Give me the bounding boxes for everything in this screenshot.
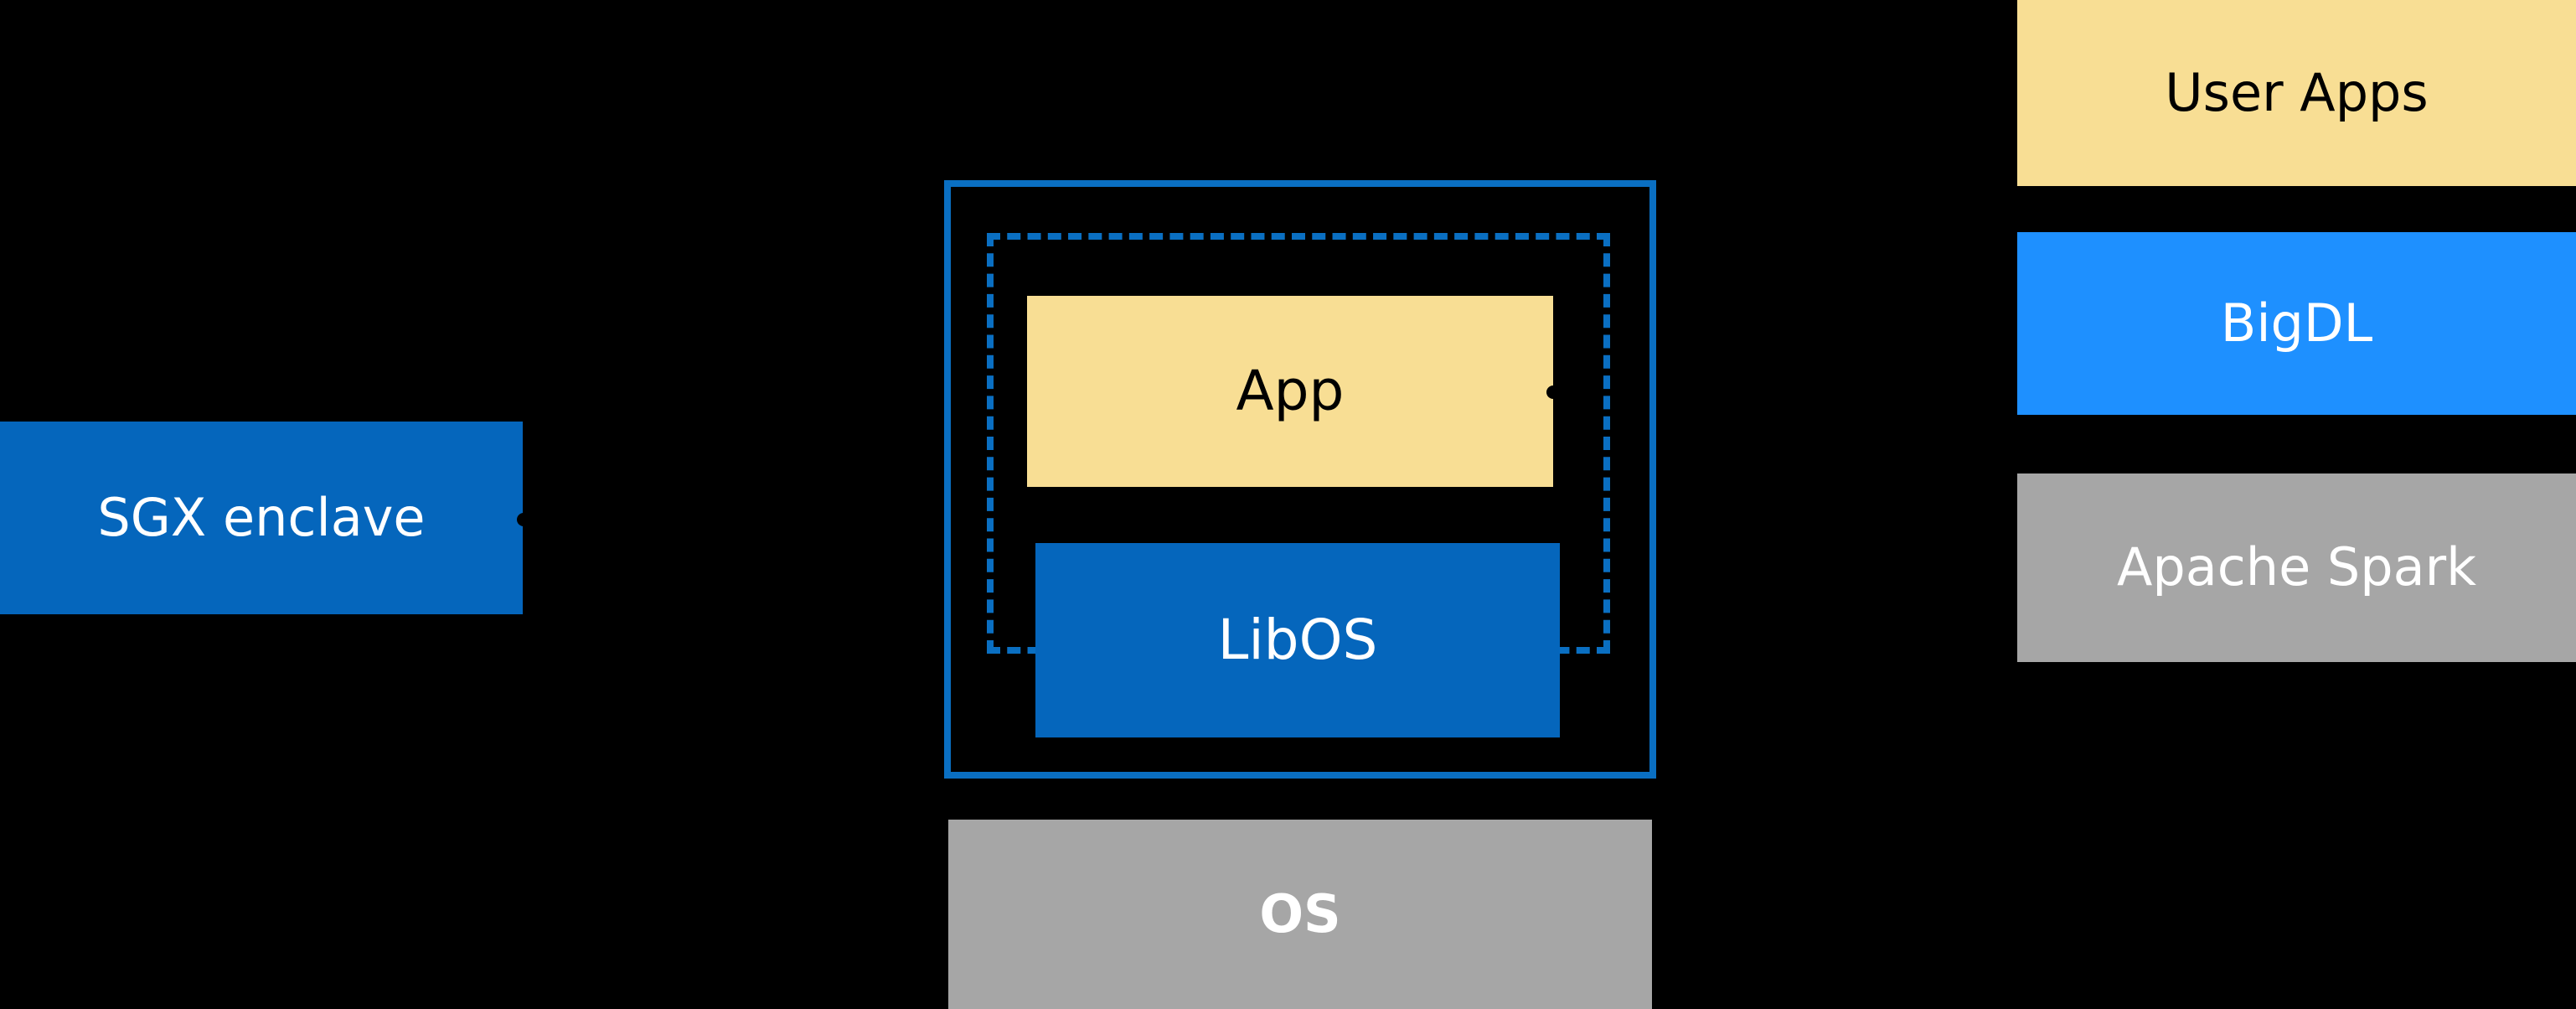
apache-spark-box: Apache Spark xyxy=(2017,473,2576,662)
app-connector-dot xyxy=(1546,385,1560,399)
user-apps-box: User Apps xyxy=(2017,0,2576,186)
bigdl-label: BigDL xyxy=(2220,292,2373,354)
apache-spark-label: Apache Spark xyxy=(2116,536,2477,598)
sgx-enclave-label: SGX enclave xyxy=(97,486,426,548)
bigdl-box: BigDL xyxy=(2017,232,2576,415)
os-box: OS xyxy=(948,820,1652,1009)
libos-label: LibOS xyxy=(1217,607,1378,672)
libos-box: LibOS xyxy=(1035,543,1560,737)
sgx-enclave-label-box: SGX enclave xyxy=(0,422,523,614)
app-label: App xyxy=(1236,358,1345,423)
app-box: App xyxy=(1027,296,1553,487)
enclave-outer-frame xyxy=(944,180,1656,779)
user-apps-label: User Apps xyxy=(2165,61,2429,123)
os-label: OS xyxy=(1259,882,1341,944)
sgx-enclave-connector-dot xyxy=(517,513,530,526)
